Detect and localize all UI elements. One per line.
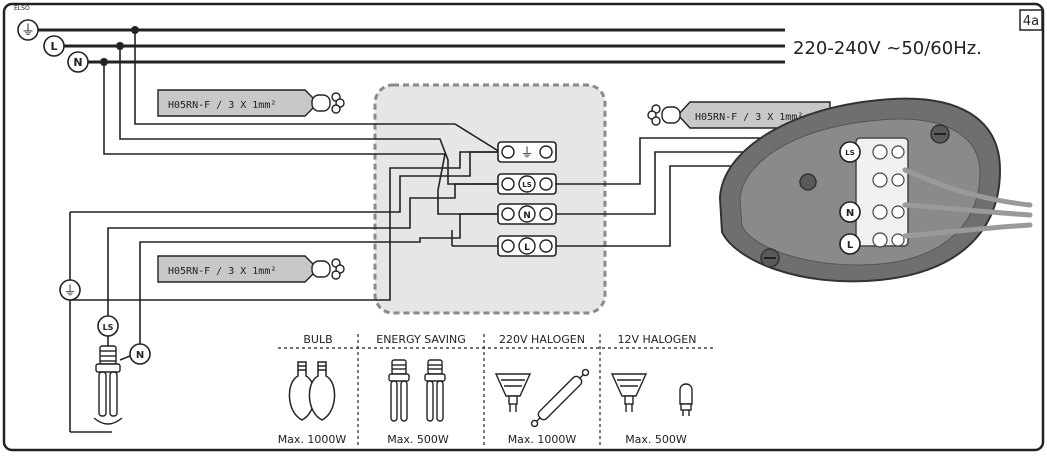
lamp-type-title-220v: 220V HALOGEN xyxy=(499,333,585,346)
terminal-label-earth: ⏚ xyxy=(520,146,533,161)
device-cable-cores xyxy=(902,167,1033,239)
lamp-types-legend: BULB ENERGY SAVING 220V HALOGEN 12V HALO… xyxy=(278,333,714,448)
svg-text:N: N xyxy=(846,208,854,219)
svg-text:N: N xyxy=(136,350,144,361)
lamp-n-symbol: N xyxy=(129,343,151,365)
supply-earth-symbol: ⏚ xyxy=(17,19,39,41)
bulb-icon xyxy=(288,361,336,421)
lamp-type-title-energy: ENERGY SAVING xyxy=(376,333,466,346)
cable-end-icon xyxy=(311,92,345,114)
lamp-type-max-12v: Max. 500W xyxy=(625,433,687,446)
lamp-type-max-energy: Max. 500W xyxy=(387,433,449,446)
terminal-label-l: L xyxy=(524,243,530,253)
cable-tag-left-top: H05RN-F / 3 X 1mm² xyxy=(157,89,345,117)
svg-text:H05RN-F / 3 X 1mm²: H05RN-F / 3 X 1mm² xyxy=(168,266,276,277)
voltage-label: 220-240V ~50/60Hz. xyxy=(793,38,982,59)
svg-text:N: N xyxy=(73,56,82,69)
lamp-ls-symbol: LS xyxy=(97,315,119,337)
terminal-row-ls: LS xyxy=(497,173,557,195)
terminal-label-n: N xyxy=(523,211,531,221)
lamp-earth-symbol: ⏚ xyxy=(59,279,81,301)
corner-tag: 4a xyxy=(1023,14,1039,29)
supply-line-symbol: L xyxy=(43,35,65,57)
cable-tag-left-bottom: H05RN-F / 3 X 1mm² xyxy=(157,255,345,283)
svg-text:LS: LS xyxy=(103,323,114,332)
lamp-wires xyxy=(69,151,498,345)
terminal-row-n: N xyxy=(497,203,557,225)
lamp-type-max-220v: Max. 1000W xyxy=(508,433,577,446)
halogen-220v-icon xyxy=(494,368,590,428)
terminal-block: ⏚ LS N L xyxy=(497,141,557,257)
device-terminal-n: N xyxy=(839,201,861,223)
lamp-type-max-bulb: Max. 1000W xyxy=(278,433,347,446)
terminal-row-earth: ⏚ xyxy=(497,141,557,163)
cable-end-icon xyxy=(647,104,681,126)
supply-neutral-symbol: N xyxy=(67,51,89,73)
supply-bus xyxy=(38,28,785,64)
svg-text:H05RN-F / 3 X 1mm²: H05RN-F / 3 X 1mm² xyxy=(168,100,276,111)
energy-saving-icon xyxy=(388,359,446,422)
halogen-12v-icon xyxy=(610,373,693,416)
cable-end-icon xyxy=(311,258,345,280)
svg-text:L: L xyxy=(50,40,57,53)
svg-text:⏚: ⏚ xyxy=(63,284,76,299)
svg-text:L: L xyxy=(847,240,854,251)
lamp-type-title-12v: 12V HALOGEN xyxy=(618,333,697,346)
corner-tag-box xyxy=(1019,9,1043,31)
terminal-row-l: L xyxy=(497,235,557,257)
svg-text:⏚: ⏚ xyxy=(21,23,35,39)
lamp-type-title-bulb: BULB xyxy=(303,333,332,346)
svg-text:H05RN-F / 3 X 1mm²: H05RN-F / 3 X 1mm² xyxy=(695,112,803,123)
svg-text:LS: LS xyxy=(845,149,855,157)
device-housing xyxy=(718,97,1033,283)
terminal-label-ls: LS xyxy=(522,181,532,189)
cfl-lamp-icon xyxy=(93,345,123,425)
device-terminal-ls: LS xyxy=(839,141,861,163)
brand-mark: ELSO xyxy=(14,5,30,12)
device-terminal-l: L xyxy=(839,233,861,255)
